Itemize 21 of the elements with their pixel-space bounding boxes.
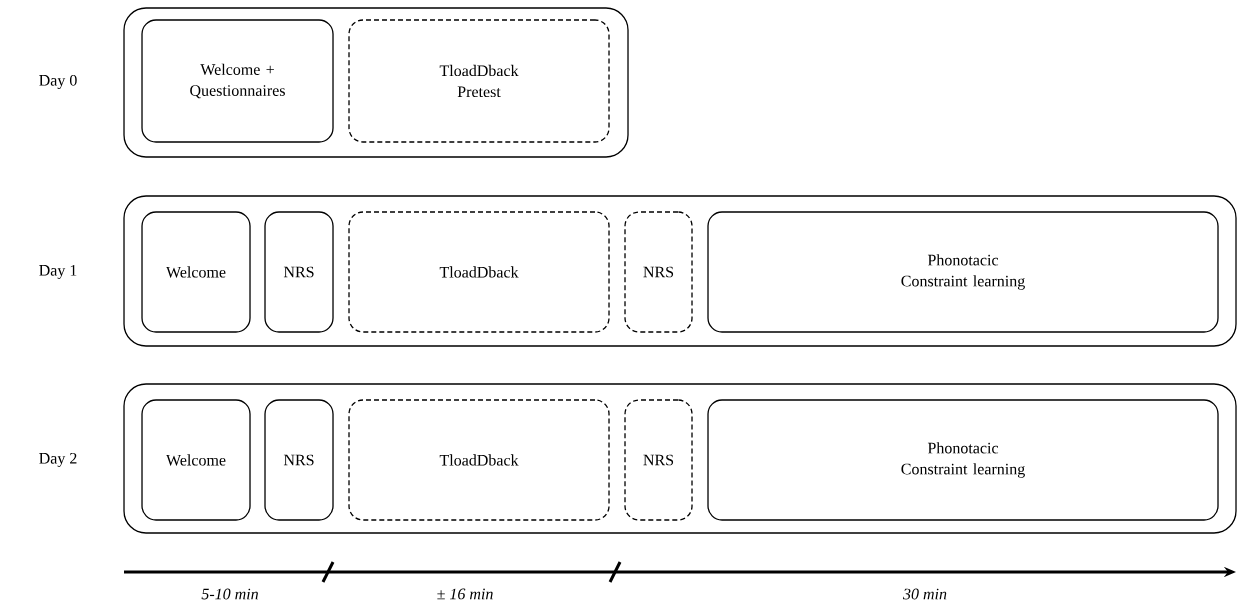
day-label: Day 2 xyxy=(39,453,77,467)
task-box: Welcome xyxy=(141,399,251,521)
task-box: NRS xyxy=(624,211,693,333)
day-label: Day 0 xyxy=(39,74,77,90)
duration-label: 5-10 min xyxy=(201,588,258,600)
day-label: Day 1 xyxy=(39,265,77,279)
task-box: Phonotacic Constraint learning xyxy=(707,211,1219,333)
task-box: NRS xyxy=(624,399,693,521)
task-box: TloadDback Pretest xyxy=(348,19,610,143)
task-box: Phonotacic Constraint learning xyxy=(707,399,1219,521)
session-frame xyxy=(123,7,629,158)
task-box: Welcome + Questionnaires xyxy=(141,19,334,143)
task-box: TloadDback xyxy=(348,211,610,333)
duration-label: 30 min xyxy=(903,588,947,600)
task-box: NRS xyxy=(264,399,334,521)
session-frame xyxy=(123,195,1237,347)
task-box: Welcome xyxy=(141,211,251,333)
session-frame xyxy=(123,383,1237,534)
duration-label: ± 16 min xyxy=(437,588,493,600)
task-box: NRS xyxy=(264,211,334,333)
task-box: TloadDback xyxy=(348,399,610,521)
